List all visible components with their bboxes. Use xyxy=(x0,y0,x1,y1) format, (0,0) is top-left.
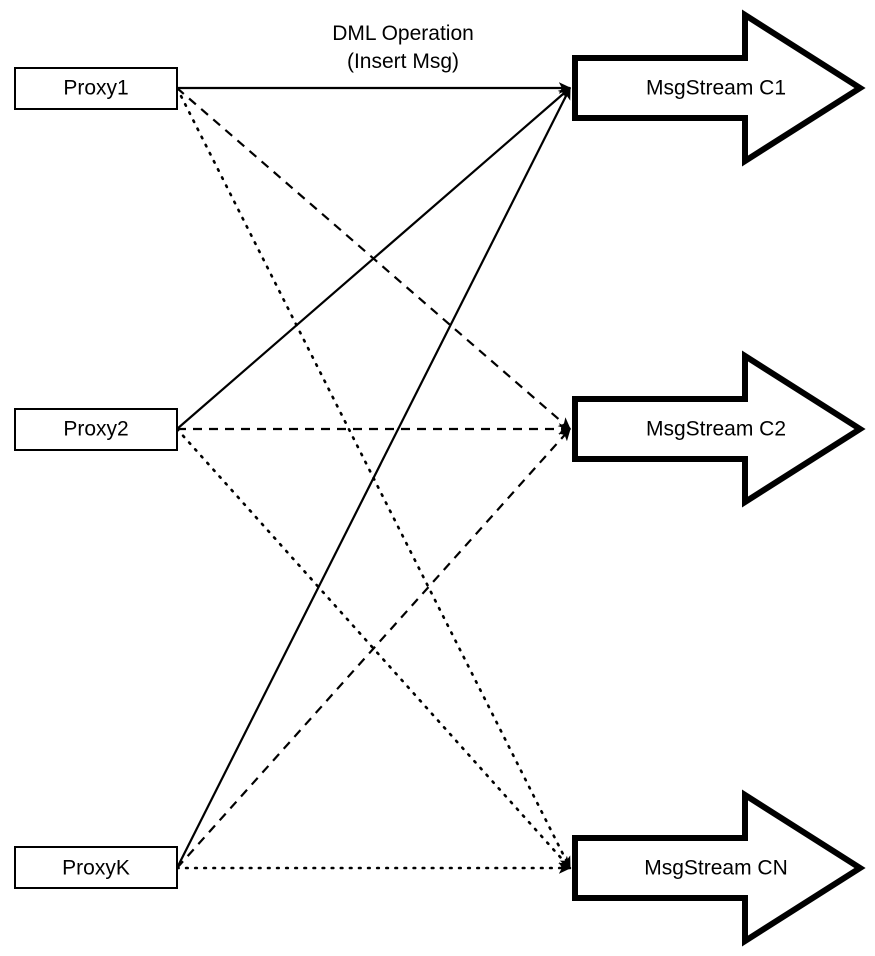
proxy-node-proxyK: ProxyK xyxy=(14,846,178,889)
proxy-label: ProxyK xyxy=(62,857,130,880)
msgstream-arrow-shape xyxy=(572,350,866,508)
proxy-label: Proxy1 xyxy=(63,77,128,100)
msgstream-node-stream_cn: MsgStream CN xyxy=(572,789,866,947)
connection-links-group xyxy=(175,82,572,874)
proxy-box-shape xyxy=(14,846,178,889)
proxy-node-proxy2: Proxy2 xyxy=(14,408,178,451)
caption-line-2: (Insert Msg) xyxy=(347,50,459,73)
dml-operation-caption: DML Operation (Insert Msg) xyxy=(332,22,474,73)
caption-line-1: DML Operation xyxy=(332,22,474,45)
link-proxyk-to-c2 xyxy=(176,428,571,869)
msgstream-nodes-group: MsgStream C1 MsgStream C2 MsgStream CN xyxy=(572,9,866,947)
msgstream-label: MsgStream CN xyxy=(644,857,788,880)
link-proxy1-to-c2 xyxy=(176,87,571,430)
proxy-box-shape xyxy=(14,408,178,451)
proxy-label: Proxy2 xyxy=(63,418,128,441)
msgstream-node-stream_c2: MsgStream C2 xyxy=(572,350,866,508)
link-proxy1-to-cn xyxy=(175,86,572,870)
msgstream-label: MsgStream C1 xyxy=(646,77,786,100)
msgstream-label: MsgStream C2 xyxy=(646,418,786,441)
msgstream-node-stream_c1: MsgStream C1 xyxy=(572,9,866,167)
link-proxy2-to-cn xyxy=(175,427,572,870)
msgstream-arrow-shape xyxy=(572,9,866,167)
proxy-node-proxy1: Proxy1 xyxy=(14,67,178,110)
proxy-box-shape xyxy=(14,67,178,110)
msgstream-arrow-shape xyxy=(572,789,866,947)
